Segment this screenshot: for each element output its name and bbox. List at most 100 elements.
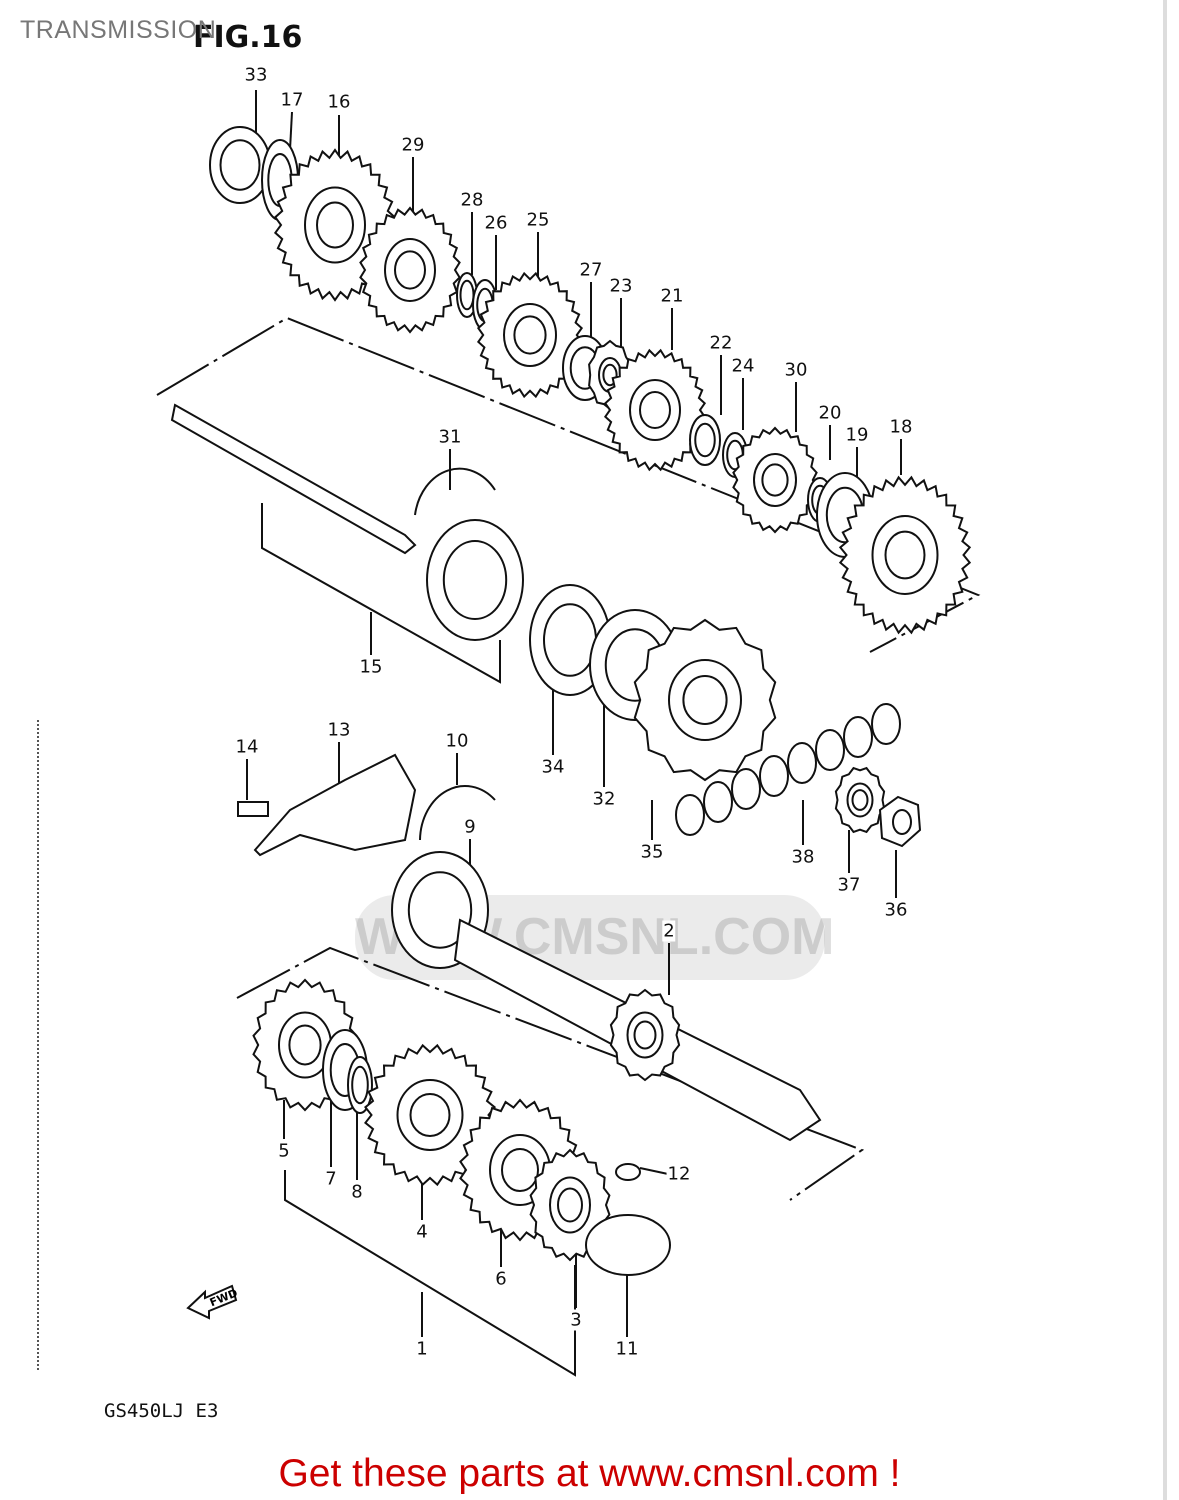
model-code: GS450LJ E3 [104,1400,219,1422]
gear-21-bore [629,379,681,441]
callout-20: 20 [817,402,843,424]
gear-30-hub [761,463,789,497]
callout-3: 3 [569,1309,583,1331]
gear-25 [476,271,584,399]
gear-3-hub [557,1187,583,1223]
callout-24: 24 [730,355,756,377]
page-border [1163,0,1167,1500]
callout-6: 6 [494,1268,508,1290]
gear-18 [838,475,972,635]
gear-30 [732,426,818,534]
gear-29-hub [394,250,426,290]
bearing-33 [209,126,271,204]
sprocket-35-bore [668,659,742,741]
group-bracket-15 [261,503,501,684]
gear-4-hub [409,1093,451,1137]
callout-17: 17 [279,89,305,111]
gear-21 [603,348,707,472]
gear-21-hub [639,391,671,429]
circlip-22-inner [694,422,716,458]
driveshaft-group-frame [236,946,865,1201]
callout-4: 4 [415,1221,429,1243]
lock-washer-37-bore [846,782,874,818]
bearing-31 [426,519,524,641]
callout-31: 31 [437,426,463,448]
gear-30-bore [753,453,797,507]
callout-15: 15 [358,656,384,678]
lock-washer-37 [834,766,886,834]
callout-10: 10 [444,730,470,752]
leader-line-12 [639,1167,669,1175]
callout-23: 23 [608,275,634,297]
gear-16-hub [316,201,354,249]
bearing-9-inner [407,871,473,949]
page-title: TRANSMISSION [20,16,217,44]
circlip-31b [414,467,496,516]
callout-30: 30 [783,359,809,381]
chain-link-38 [759,755,789,797]
callout-12: 12 [666,1163,692,1185]
countershaft [170,403,417,555]
chain-link-38 [703,781,733,823]
gear-18-bore [871,515,939,595]
sprocket-35 [633,618,777,782]
callout-32: 32 [591,788,617,810]
gear-2-teeth-hub [633,1020,657,1050]
lock-washer-37-hub [851,789,869,811]
callout-18: 18 [888,416,914,438]
gear-4-bore [396,1079,464,1151]
gear-16-bore [304,186,366,264]
callout-19: 19 [844,424,870,446]
circlip-31 [419,785,496,841]
callout-14: 14 [234,736,260,758]
callout-34: 34 [540,756,566,778]
chain-link-38 [815,729,845,771]
pin-12 [615,1163,641,1181]
gear-6-hub [501,1148,539,1192]
callout-21: 21 [659,285,685,307]
gear-29 [359,206,461,334]
callout-9: 9 [463,816,477,838]
gear-25-bore [503,303,557,367]
callout-11: 11 [614,1338,640,1360]
callout-36: 36 [883,899,909,921]
gear-2-teeth-bore [626,1011,664,1059]
washer-23-hub [602,363,618,387]
plate-13 [253,753,417,857]
sprocket-35-hub [682,675,728,725]
gear-29-bore [384,238,436,302]
promo-link[interactable]: Get these parts at www.cmsnl.com ! [278,1452,901,1495]
callout-25: 25 [525,209,551,231]
gear-3-bore [549,1176,591,1234]
chain-link-38 [871,703,901,745]
callout-33: 33 [243,64,269,86]
leader-line-17 [289,111,293,151]
margin-dashes [37,720,39,1370]
gear-18-hub [884,530,926,580]
callout-1: 1 [415,1338,429,1360]
fwd-arrow: FWD [186,1284,239,1320]
callout-28: 28 [459,189,485,211]
callout-29: 29 [400,134,426,156]
callout-8: 8 [350,1181,364,1203]
bolt-14 [237,801,269,817]
circlip-8-inner [351,1065,369,1105]
bearing-31-inner [442,540,508,620]
callout-5: 5 [277,1140,291,1162]
callout-35: 35 [639,841,665,863]
chain-link-38 [843,716,873,758]
circlip-22 [689,414,721,466]
callout-7: 7 [324,1168,338,1190]
figure-number: FIG.16 [193,20,303,55]
chain-link-38 [675,794,705,836]
bearing-33-inner [219,139,261,191]
nut-36 [878,795,922,848]
callout-16: 16 [326,91,352,113]
callout-38: 38 [790,846,816,868]
callout-13: 13 [326,719,352,741]
nut-36-thread [892,809,912,835]
gear-2-teeth [609,988,681,1082]
chain-link-38 [787,742,817,784]
callout-27: 27 [578,259,604,281]
